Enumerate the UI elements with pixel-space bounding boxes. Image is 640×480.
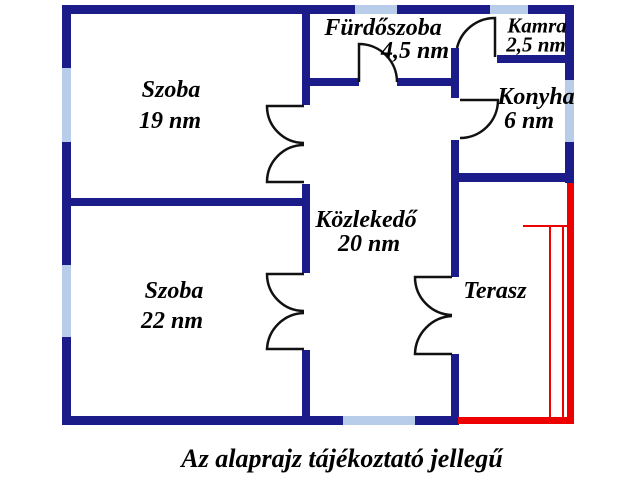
wall-right-vertical-lower [451,354,459,425]
wall-konyha-bottom [451,173,574,182]
window-kozlekedo-bottom [343,416,415,425]
room-label-furdoszoba: Fürdőszoba [324,15,442,41]
wall-left [62,5,71,425]
window-konyha-right [565,80,574,142]
door-kamra [455,16,497,57]
window-kamra-top [490,5,528,14]
room-label-terasz: Terasz [463,278,527,304]
terasz-step-line-vertical-2 [562,227,564,417]
wall-top [62,5,574,14]
door-terasz-double [413,275,453,356]
wall-center-vertical-lower [302,350,310,425]
door-konyha [459,98,500,140]
terasz-step-line-horizontal [523,225,569,227]
wall-center-vertical-middle [302,184,310,273]
room-label-konyha: Konyha [497,84,575,110]
room-area-szoba19: 19 nm [138,108,202,134]
wall-furdoszoba-bottom-left [306,78,359,86]
terasz-step-line-vertical-1 [549,227,551,417]
window-szoba22-left [62,265,71,337]
terasz-edge-bottom [458,417,574,424]
room-area-konyha: 6 nm [503,108,555,134]
window-furdoszoba-top [355,5,397,14]
wall-kamra-bottom [497,55,574,63]
wall-furdoszoba-bottom-right [397,78,459,86]
room-label-kozlekedo: Közlekedő [315,207,417,233]
room-label-szoba19: Szoba [141,77,201,103]
room-label-kamra: Kamra [507,13,567,38]
wall-bottom [62,416,458,425]
room-area-kamra: 2,5 nm [506,32,566,57]
terasz-edge-right [567,183,574,423]
room-area-szoba22: 22 nm [140,308,204,334]
room-area-kozlekedo: 20 nm [337,231,401,257]
wall-right-vertical-middle [451,140,459,277]
door-szoba22-double [265,272,305,351]
window-szoba19-left [62,68,71,142]
caption: Az alaprajz tájékoztató jellegű [181,444,503,473]
room-area-furdoszoba: 4,5 nm [380,38,450,64]
wall-center-vertical-upper [302,5,310,105]
door-szoba19-double [265,104,305,184]
wall-szoba-divider [62,198,307,206]
wall-right-vertical-upper [451,48,459,98]
room-label-szoba22: Szoba [144,278,204,304]
